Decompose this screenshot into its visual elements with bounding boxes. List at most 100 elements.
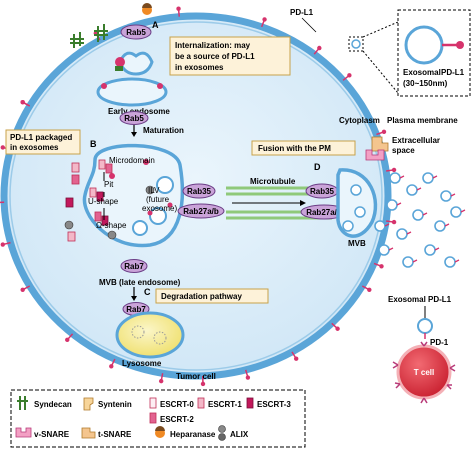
legend-escrt2: ESCRT-2 — [160, 415, 194, 424]
legend-syntenin: Syntenin — [98, 400, 132, 409]
svg-text:Internalization: may: Internalization: may — [175, 41, 251, 50]
exosome-pdl1 — [455, 260, 459, 262]
label-B: B — [90, 139, 97, 149]
svg-text:Lysosome: Lysosome — [122, 359, 162, 368]
pdl1-marker-head — [294, 356, 298, 360]
label-C: C — [144, 287, 151, 297]
pdl1-marker-head — [382, 130, 386, 134]
microdomain-label: Microdomain — [109, 156, 155, 165]
legend: Syndecan Syntenin ESCRT-0 ESCRT-1 ESCRT-… — [11, 390, 305, 447]
tumor-cell-label: Tumor cell — [176, 372, 216, 381]
pit-label: Pit — [104, 180, 114, 189]
pdl1-marker-head — [1, 145, 5, 149]
exosome-pdl1 — [423, 213, 427, 215]
legend-alix: ALIX — [230, 430, 249, 439]
svg-text:PD-L1: PD-L1 — [441, 68, 465, 77]
legend-escrt0: ESCRT-0 — [160, 400, 194, 409]
exosome — [445, 257, 455, 267]
pdl1-marker-head — [367, 288, 371, 292]
svg-text:in exosomes: in exosomes — [175, 63, 224, 72]
pd1-label: PD-1 — [430, 338, 449, 347]
escrt3-icon — [247, 398, 253, 408]
heparanase-icon — [142, 3, 152, 15]
exosome-pdl1 — [451, 194, 455, 196]
svg-text:Rab5: Rab5 — [126, 28, 146, 37]
svg-text:Rab27a/b: Rab27a/b — [183, 207, 219, 216]
exosome-pdl1 — [417, 188, 421, 190]
internalization-label: Internalization: may be a source of PD-L… — [170, 37, 290, 75]
exosome — [423, 173, 433, 183]
exosome-pdl1 — [389, 248, 393, 250]
bound-exosome — [418, 319, 432, 339]
legend-vsnare: v-SNARE — [34, 430, 70, 439]
exosome — [375, 221, 385, 231]
rab5-top: Rab5 — [121, 25, 151, 39]
exosome — [387, 200, 397, 210]
escrt0-icon — [150, 398, 156, 408]
pdl1-packaged-label: PD-L1 packaged in exosomes — [6, 130, 80, 154]
svg-text:be a source of PD-L1: be a source of PD-L1 — [175, 52, 255, 61]
escrt2-icon — [150, 413, 156, 423]
plasma-membrane-label: Plasma membrane — [387, 116, 458, 125]
pdl1-marker-head — [392, 220, 396, 224]
svg-text:Microtubule: Microtubule — [250, 177, 296, 186]
pdl1-marker-head — [246, 375, 250, 379]
early-endosome: Early endosome — [98, 79, 170, 116]
svg-text:Rab5: Rab5 — [124, 114, 144, 123]
pdl1-marker-head — [20, 100, 24, 104]
exosome — [413, 210, 423, 220]
exosome-pdl1 — [461, 210, 465, 212]
pdl1-marker-head — [109, 364, 113, 368]
pdl1-top-label: PD-L1 — [290, 8, 314, 17]
legend-tsnare: t-SNARE — [98, 430, 132, 439]
svg-text:in exosomes: in exosomes — [10, 143, 59, 152]
fusion-label: Fusion with the PM — [252, 141, 355, 155]
exosome — [435, 221, 445, 231]
svg-text:Exosomal: Exosomal — [403, 68, 441, 77]
exosome-pdl1 — [400, 176, 404, 178]
svg-text:Degradation pathway: Degradation pathway — [161, 292, 242, 301]
svg-text:Rab35: Rab35 — [187, 187, 212, 196]
legend-escrt3: ESCRT-3 — [257, 400, 291, 409]
cytoplasm-label: Cytoplasm — [339, 116, 380, 125]
exosomal-pdl1-label: Exosomal PD-L1 — [388, 295, 452, 304]
escrt1-icon — [198, 398, 204, 408]
mvb-late-label: MVB (late endosome) — [99, 278, 181, 287]
exosome-pdl1 — [433, 176, 437, 178]
pdl1-marker-head — [20, 288, 24, 292]
rab7-mid: Rab7 — [121, 260, 147, 273]
svg-text:MVB: MVB — [348, 239, 366, 248]
exosome-pdl1 — [413, 260, 417, 262]
rab5-mid: Rab5 — [120, 112, 148, 125]
maturation-label: Maturation — [143, 126, 184, 135]
omega-shape-label: Ω-shape — [96, 221, 127, 230]
pdl1-marker-head — [1, 242, 5, 246]
ilv-label-2: (future — [146, 195, 170, 204]
svg-text:Rab7: Rab7 — [124, 262, 144, 271]
svg-text:(30~150nm): (30~150nm) — [403, 79, 448, 88]
tsnare-icon — [372, 137, 388, 151]
ilv-label-3: exosome) — [142, 204, 177, 213]
label-D: D — [314, 162, 321, 172]
pdl1-marker-head — [65, 338, 69, 342]
extracellular-label-1: Extracellular — [392, 136, 440, 145]
u-shape-label: U-shape — [88, 197, 119, 206]
rab35-left: Rab35 — [183, 184, 215, 198]
pdl1-marker-head — [347, 73, 351, 77]
exosome-pdl1 — [407, 232, 411, 234]
exosome — [403, 257, 413, 267]
heparanase-icon — [155, 426, 165, 438]
pdl1-pointer — [302, 18, 316, 32]
rab35-right: Rab35 — [306, 184, 338, 198]
rab27-left: Rab27a/b — [178, 204, 224, 218]
pdl1-marker-head — [335, 327, 339, 331]
extracellular-label-2: space — [392, 146, 415, 155]
svg-text:PD-L1 packaged: PD-L1 packaged — [10, 133, 72, 142]
exosome — [451, 207, 461, 217]
pdl1-marker-head — [262, 17, 266, 21]
pdl1-marker-head — [159, 379, 163, 383]
exosome — [425, 245, 435, 255]
pdl1-marker-head — [201, 382, 205, 386]
pdl1-marker-head — [176, 7, 180, 11]
